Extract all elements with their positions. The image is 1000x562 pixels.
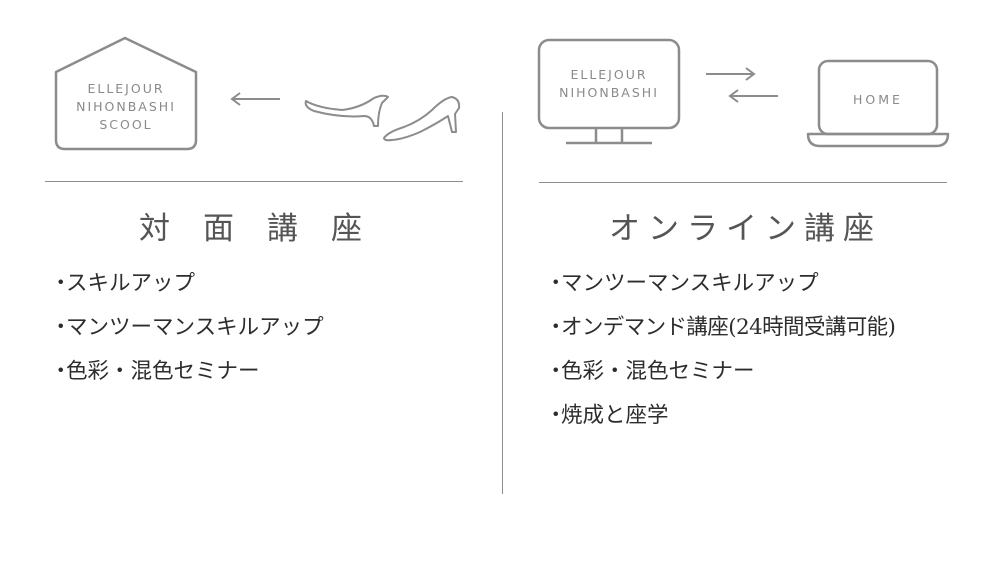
school-logo-line2: NIHONBASHI	[76, 99, 176, 114]
online-course-heading: オンライン講座	[609, 211, 882, 247]
list-item-text: 焼成と座学	[561, 403, 669, 428]
arrow-right-icon	[706, 67, 756, 81]
monitor-logo-line2: NIHONBASHI	[559, 85, 659, 100]
list-item-text: オンデマンド講座(24時間受講可能)	[561, 315, 896, 340]
monitor-icon	[537, 38, 681, 145]
list-item: ・色彩・混色セミナー	[50, 359, 260, 384]
school-logo-text: ELLEJOUR NIHONBASHI SCOOL	[58, 80, 194, 134]
school-logo-line1: ELLEJOUR	[87, 81, 165, 96]
left-divider	[45, 181, 463, 182]
in-person-course-list: ・スキルアップ ・マンツーマンスキルアップ ・色彩・混色セミナー	[50, 262, 324, 394]
house-icon	[54, 36, 198, 151]
list-item: ・マンツーマンスキルアップ	[50, 315, 324, 340]
list-item: ・色彩・混色セミナー	[545, 359, 755, 384]
school-logo-line3: SCOOL	[99, 117, 153, 132]
high-heel-shoes-icon	[304, 94, 461, 142]
online-course-list: ・マンツーマンスキルアップ ・オンデマンド講座(24時間受講可能) ・色彩・混色…	[545, 262, 896, 438]
list-item-text: 色彩・混色セミナー	[66, 359, 260, 384]
right-divider	[539, 182, 947, 183]
laptop-label: HOME	[853, 92, 903, 107]
monitor-logo-text: ELLEJOUR NIHONBASHI	[541, 66, 677, 102]
list-item-text: スキルアップ	[66, 271, 196, 296]
list-item-text: マンツーマンスキルアップ	[66, 315, 324, 340]
monitor-logo-line1: ELLEJOUR	[570, 67, 648, 82]
list-item-text: マンツーマンスキルアップ	[561, 271, 819, 296]
list-item: ・焼成と座学	[545, 403, 669, 428]
list-item: ・スキルアップ	[50, 271, 196, 296]
list-item-text: 色彩・混色セミナー	[561, 359, 755, 384]
arrow-left-icon	[728, 89, 778, 103]
list-item: ・オンデマンド講座(24時間受講可能)	[545, 315, 896, 340]
center-divider	[502, 112, 503, 494]
laptop-icon	[806, 59, 950, 148]
in-person-course-heading: 対 面 講 座	[139, 211, 363, 247]
list-item: ・マンツーマンスキルアップ	[545, 271, 819, 296]
arrow-left-icon	[230, 92, 280, 106]
